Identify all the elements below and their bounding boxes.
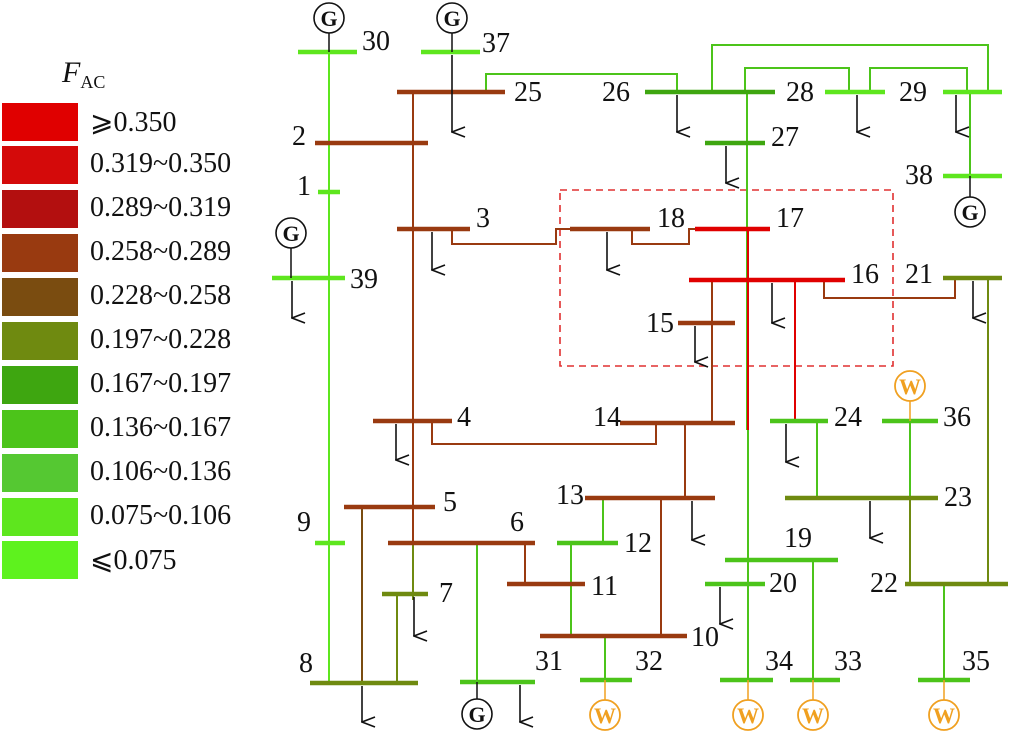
legend-swatch (2, 103, 78, 141)
highlight-region (559, 189, 894, 367)
bus-label: 14 (593, 402, 621, 433)
bus-label: 37 (482, 28, 510, 59)
legend-swatch (2, 498, 78, 536)
bus-label: 4 (457, 402, 471, 433)
generator-icon (313, 2, 345, 34)
bus-label: 16 (851, 259, 879, 290)
legend-swatch (2, 234, 78, 272)
bus-label: 10 (691, 622, 719, 653)
bus-label: 29 (899, 77, 927, 108)
legend-swatch (2, 190, 78, 228)
bus-label: 5 (443, 487, 457, 518)
generator-icon (436, 2, 468, 34)
line-3-18 (451, 228, 574, 245)
legend-swatch (2, 322, 78, 360)
line-group (328, 44, 989, 683)
bus-label: 1 (297, 171, 311, 202)
legend-swatch (2, 454, 78, 492)
line-26-29 (711, 44, 989, 92)
legend-item: ⩽0.075 (2, 541, 292, 581)
wind-turbine-icon (732, 699, 764, 731)
line-25-26 (485, 73, 678, 92)
legend-item: 0.106~0.136 (2, 454, 292, 494)
bus-label: 8 (299, 648, 313, 679)
legend-item: 0.197~0.228 (2, 322, 292, 362)
legend-item: 0.075~0.106 (2, 498, 292, 538)
generator-label: G (443, 6, 460, 31)
legend-item: 0.258~0.289 (2, 234, 292, 274)
legend-item: 0.289~0.319 (2, 190, 292, 230)
legend-swatch (2, 366, 78, 404)
legend-title: FAC (62, 56, 106, 92)
wind-label: W (594, 703, 616, 728)
legend-swatch (2, 278, 78, 316)
generator-icon (461, 698, 493, 730)
wind-label: W (737, 703, 759, 728)
wind-turbine-icon (589, 699, 621, 731)
bus-label: 3 (476, 203, 490, 234)
bus-label: 36 (943, 402, 971, 433)
bus-label: 21 (905, 259, 933, 290)
bus-label: 15 (646, 308, 674, 339)
bus-label: 7 (439, 578, 453, 609)
legend-swatch (2, 541, 78, 579)
bus-label: 25 (514, 77, 542, 108)
bus-label: 32 (635, 646, 663, 677)
legend-item: ⩾0.350 (2, 103, 292, 143)
bus-label: 33 (834, 646, 862, 677)
wind-turbine-icon (928, 699, 960, 731)
bus-label: 30 (362, 26, 390, 57)
bus-label: 27 (771, 122, 799, 153)
bus-label: 23 (944, 482, 972, 513)
legend-swatch (2, 146, 78, 184)
generator-label: G (282, 221, 299, 246)
legend-item: 0.167~0.197 (2, 366, 292, 406)
bus-label: 24 (834, 402, 862, 433)
bus-label: 2 (292, 121, 306, 152)
line-28-29 (869, 67, 968, 92)
bus-label: 20 (769, 568, 797, 599)
generator-group: G G G G G (275, 2, 986, 730)
wind-group: W W W W W (589, 370, 960, 731)
generator-label: G (468, 702, 485, 727)
generator-icon (954, 196, 986, 228)
legend-item: 0.228~0.258 (2, 278, 292, 318)
generator-label: G (320, 6, 337, 31)
bus-label: 19 (784, 523, 812, 554)
bus-label: 22 (870, 568, 898, 599)
bus-label: 28 (786, 77, 814, 108)
wind-label: W (933, 703, 955, 728)
wind-turbine-icon (797, 699, 829, 731)
line-18-17 (631, 228, 697, 245)
line-16-21 (823, 280, 956, 299)
load-arrows (292, 55, 973, 722)
bus-label: 9 (297, 507, 311, 538)
bus-label: 12 (624, 528, 652, 559)
wind-label: W (802, 703, 824, 728)
bus-label: 35 (962, 646, 990, 677)
line-4-14 (431, 421, 657, 445)
bus-label: 34 (765, 646, 793, 677)
bus-label: 38 (905, 160, 933, 191)
legend-item: 0.319~0.350 (2, 146, 292, 186)
wind-label: W (899, 374, 921, 399)
legend-swatch (2, 410, 78, 448)
line-26-28 (744, 67, 850, 92)
wind-turbine-icon (894, 370, 926, 402)
legend: FAC ⩾0.350 0.319~0.350 0.289~0.319 0.258… (0, 0, 290, 600)
bus-label: 18 (657, 203, 685, 234)
bus-label: 13 (556, 480, 584, 511)
bus-labels: 30 37 25 26 28 29 2 27 1 38 3 18 17 39 1… (292, 26, 990, 679)
bus-label: 39 (350, 264, 378, 295)
legend-item: 0.136~0.167 (2, 410, 292, 450)
generator-icon (275, 217, 307, 249)
bus-label: 11 (591, 571, 618, 602)
bus-label: 26 (602, 77, 630, 108)
bus-label: 17 (776, 203, 804, 234)
generator-label: G (961, 200, 978, 225)
bus-label: 31 (535, 646, 563, 677)
bus-label: 6 (510, 507, 524, 538)
